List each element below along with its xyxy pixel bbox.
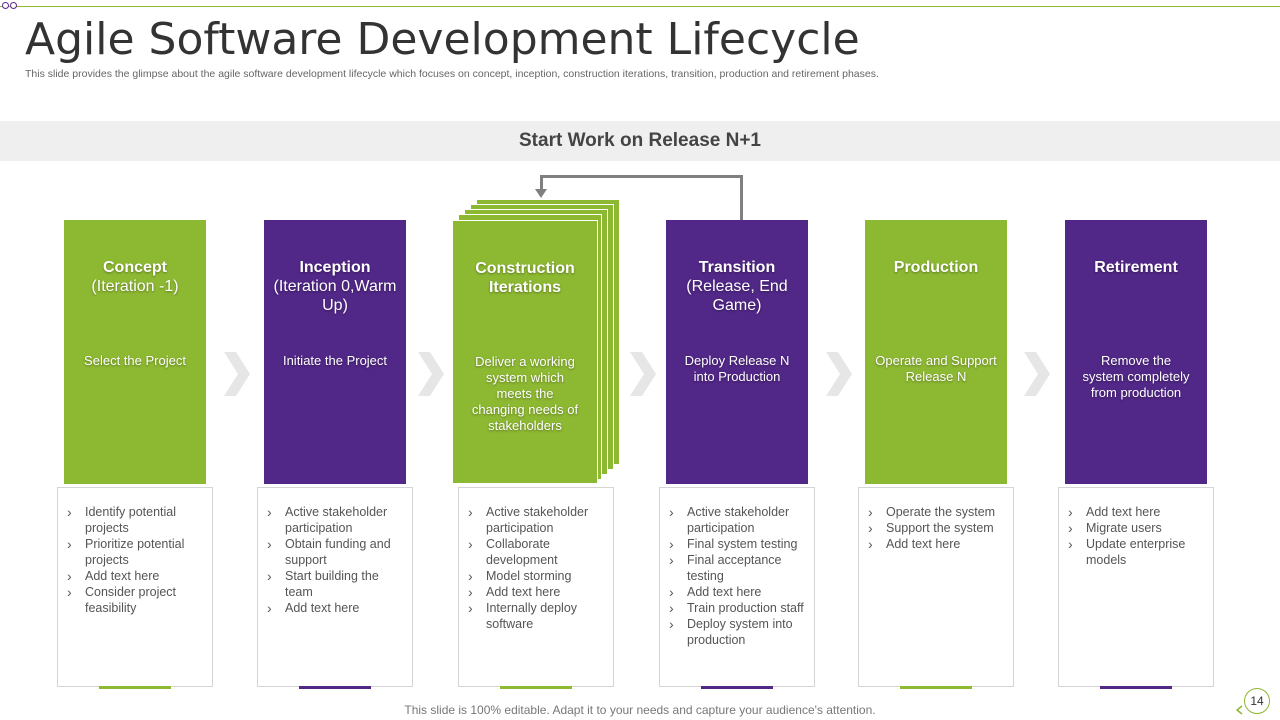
list-item: Obtain funding and support: [266, 536, 404, 568]
phase-description: Deliver a working system which meets the…: [471, 354, 579, 433]
list-item: Operate the system: [867, 504, 1005, 520]
page-number: 14: [1244, 688, 1270, 714]
list-item: Identify potential projects: [66, 504, 204, 536]
arrow-down-icon: [535, 189, 547, 198]
activity-list-inception: Active stakeholder participation Obtain …: [257, 487, 413, 687]
phase-name: Production: [893, 259, 979, 276]
phase-description: Deploy Release N into Production: [684, 353, 790, 384]
box-accent-tab: [500, 686, 572, 689]
phase-card-construction: Construction Iterations Deliver a workin…: [452, 220, 598, 484]
phase-subtitle: (Iteration 0,Warm Up): [273, 278, 397, 314]
box-accent-tab: [1100, 686, 1172, 689]
activity-list-construction: Active stakeholder participation Collabo…: [458, 487, 614, 687]
corner-dots-icon: [2, 2, 17, 9]
chevron-right-icon: [418, 352, 444, 396]
activity-list-transition: Active stakeholder participation Final s…: [659, 487, 815, 687]
phase-description: Select the Project: [84, 353, 186, 368]
list-item: Add text here: [1067, 504, 1205, 520]
list-item: Add text here: [266, 600, 404, 616]
activity-list-retirement: Add text here Migrate users Update enter…: [1058, 487, 1214, 687]
list-item: Active stakeholder participation: [467, 504, 605, 536]
phase-name: Retirement: [1094, 259, 1178, 276]
list-item: Support the system: [867, 520, 1005, 536]
phase-name: Concept: [103, 259, 167, 276]
phase-name: Construction Iterations: [475, 260, 575, 296]
list-item: Prioritize potential projects: [66, 536, 204, 568]
chevron-right-icon: [630, 352, 656, 396]
box-accent-tab: [299, 686, 371, 689]
phase-subtitle: (Release, End Game): [686, 278, 788, 314]
list-item: Train production staff: [668, 600, 806, 616]
list-item: Active stakeholder participation: [668, 504, 806, 536]
list-item: Add text here: [467, 584, 605, 600]
list-item: Internally deploy software: [467, 600, 605, 632]
list-item: Start building the team: [266, 568, 404, 600]
arrow-left-icon: [1236, 705, 1243, 715]
top-rule: [0, 6, 1280, 7]
list-item: Add text here: [66, 568, 204, 584]
list-item: Add text here: [867, 536, 1005, 552]
box-accent-tab: [99, 686, 171, 689]
chevron-right-icon: [224, 352, 250, 396]
list-item: Collaborate development: [467, 536, 605, 568]
list-item: Migrate users: [1067, 520, 1205, 536]
list-item: Deploy system into production: [668, 616, 806, 648]
feedback-connector: [740, 175, 743, 220]
slide-footer: This slide is 100% editable. Adapt it to…: [404, 703, 876, 717]
chevron-right-icon: [1024, 352, 1050, 396]
phase-description: Remove the system completely from produc…: [1082, 353, 1190, 400]
chevron-right-icon: [826, 352, 852, 396]
phase-card-production: Production Operate and Support Release N: [865, 220, 1007, 484]
slide-subtitle: This slide provides the glimpse about th…: [25, 68, 879, 80]
slide-title: Agile Software Development Lifecycle: [25, 14, 860, 65]
phase-name: Inception: [299, 259, 371, 276]
box-accent-tab: [900, 686, 972, 689]
list-item: Add text here: [668, 584, 806, 600]
list-item: Update enterprise models: [1067, 536, 1205, 568]
phase-subtitle: (Iteration -1): [91, 278, 179, 295]
feedback-connector: [540, 175, 743, 178]
list-item: Final acceptance testing: [668, 552, 806, 584]
feedback-connector: [540, 175, 543, 190]
phase-card-concept: Concept (Iteration -1) Select the Project: [64, 220, 206, 484]
box-accent-tab: [701, 686, 773, 689]
phase-description: Operate and Support Release N: [875, 353, 997, 384]
phase-card-inception: Inception (Iteration 0,Warm Up) Initiate …: [264, 220, 406, 484]
phase-card-transition: Transition (Release, End Game) Deploy Rel…: [666, 220, 808, 484]
list-item: Active stakeholder participation: [266, 504, 404, 536]
list-item: Final system testing: [668, 536, 806, 552]
phase-description: Initiate the Project: [282, 353, 388, 368]
activity-list-concept: Identify potential projects Prioritize p…: [57, 487, 213, 687]
release-banner: Start Work on Release N+1: [0, 121, 1280, 161]
activity-list-production: Operate the system Support the system Ad…: [858, 487, 1014, 687]
list-item: Consider project feasibility: [66, 584, 204, 616]
phase-card-retirement: Retirement Remove the system completely …: [1065, 220, 1207, 484]
phase-name: Transition: [698, 259, 776, 276]
list-item: Model storming: [467, 568, 605, 584]
